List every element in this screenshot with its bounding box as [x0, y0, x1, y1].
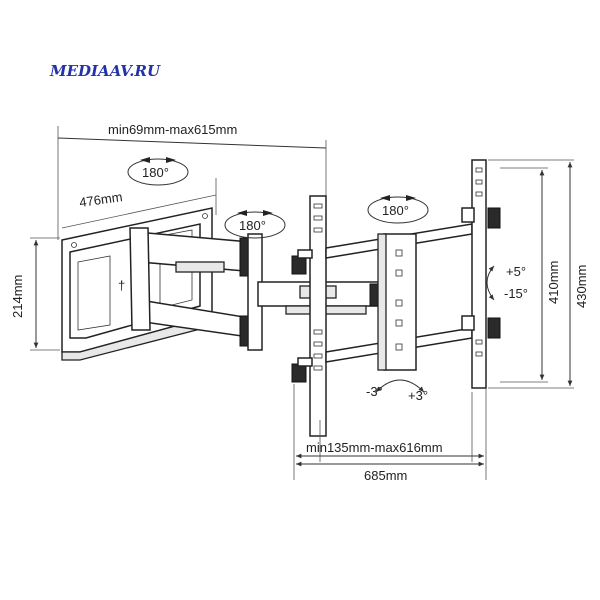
tv-rail-left: [291, 195, 327, 437]
swivel-elbow-badge: 180°: [224, 210, 286, 239]
tv-plate-outer-height-label: 430mm: [574, 265, 589, 308]
tilt-bracket: [377, 233, 417, 371]
swivel-elbow-label: 180°: [239, 218, 266, 233]
swivel-wall-label: 180°: [142, 165, 169, 180]
swivel-wall-badge: 180°: [127, 157, 189, 186]
level-left-label: -3°: [366, 384, 383, 399]
swivel-head-label: 180°: [382, 203, 409, 218]
tv-plate-width-label: 685mm: [364, 468, 407, 483]
wall-plate-width-label: 476mm: [78, 189, 123, 210]
tilt-up-label: +5°: [506, 264, 526, 279]
arm-reach-label: min69mm-max615mm: [108, 122, 237, 137]
watermark-text: MEDIAAV.RU: [49, 62, 161, 80]
tilt-down-label: -15°: [504, 286, 528, 301]
lower-arm: [129, 227, 263, 351]
level-right-label: +3°: [408, 388, 428, 403]
arm-reach-dimension: min69mm-max615mm: [57, 122, 327, 240]
wall-plate-height-dimension: 214mm: [10, 237, 60, 351]
tv-plate-spacing-label: min135mm-max616mm: [306, 440, 443, 455]
wall-plate-height-label: 214mm: [10, 275, 25, 318]
tv-plate-width-dimensions: min135mm-max616mm 685mm: [293, 384, 487, 483]
tv-rail-right: [461, 159, 501, 389]
level-indicator: -3° +3°: [366, 379, 428, 403]
tilt-indicator: +5° -15°: [486, 264, 528, 301]
wall-plate-width-dimension: 476mm: [61, 178, 217, 229]
tv-plate-inner-height-label: 410mm: [546, 261, 561, 304]
tv-plate-height-dimensions: 410mm 430mm: [488, 159, 589, 389]
swivel-head-badge: 180°: [367, 195, 429, 224]
svg-text:†: †: [118, 278, 125, 293]
